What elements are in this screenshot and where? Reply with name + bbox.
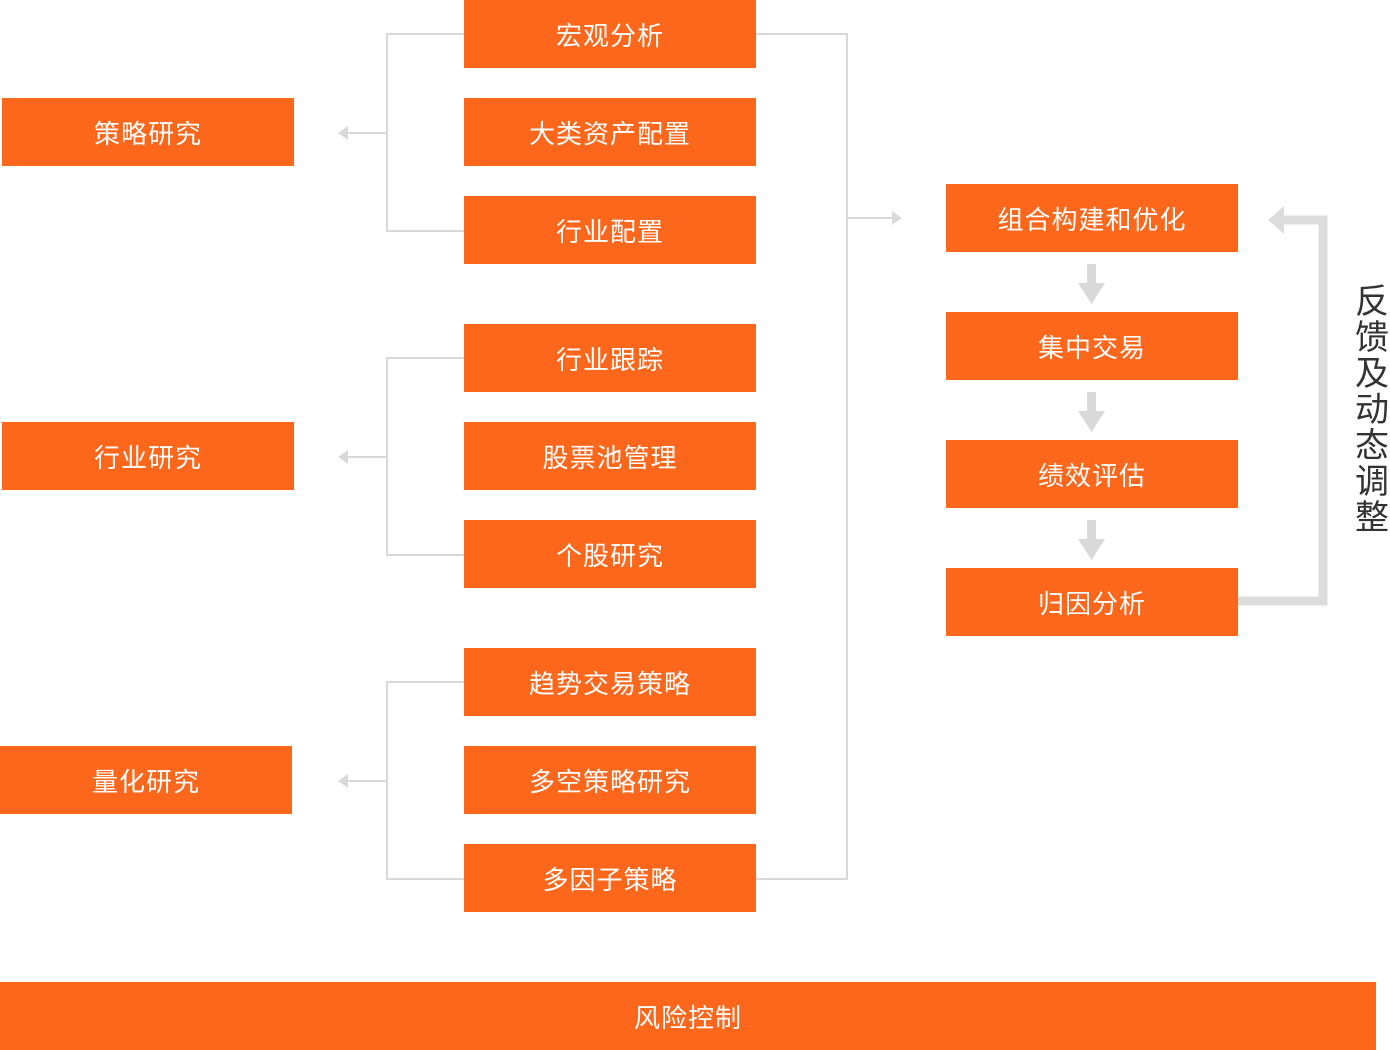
feedback-arrow: [1268, 206, 1284, 234]
arrow-right-portfolio: [892, 211, 902, 225]
item-trend-strategy: 趋势交易策略: [464, 648, 756, 716]
risk-control-bar: 风险控制: [0, 982, 1376, 1050]
item-stock-pool: 股票池管理: [464, 422, 756, 490]
bracket-quant: [386, 681, 464, 880]
item-stock-research: 个股研究: [464, 520, 756, 588]
collector-line: [756, 33, 848, 880]
process-attribution-analysis: 归因分析: [946, 568, 1238, 636]
arrow-left-quant: [338, 774, 348, 788]
item-asset-allocation: 大类资产配置: [464, 98, 756, 166]
feedback-label: 反馈及动态调整: [1355, 282, 1389, 538]
process-performance-evaluation: 绩效评估: [946, 440, 1238, 508]
item-industry-allocation: 行业配置: [464, 196, 756, 264]
arrow-down-1: [1078, 264, 1105, 304]
category-industry-research: 行业研究: [2, 422, 294, 490]
bracket-strategy: [386, 33, 464, 232]
bracket-industry: [386, 357, 464, 556]
item-long-short-strategy: 多空策略研究: [464, 746, 756, 814]
category-quant-research: 量化研究: [0, 746, 292, 814]
item-industry-tracking: 行业跟踪: [464, 324, 756, 392]
process-portfolio-construction: 组合构建和优化: [946, 184, 1238, 252]
arrow-down-2: [1078, 392, 1105, 432]
arrow-left-industry: [338, 450, 348, 464]
arrow-down-3: [1078, 520, 1105, 560]
arrow-left-strategy: [338, 126, 348, 140]
item-multi-factor-strategy: 多因子策略: [464, 844, 756, 912]
category-strategy-research: 策略研究: [2, 98, 294, 166]
process-centralized-trading: 集中交易: [946, 312, 1238, 380]
feedback-loop-line: [1238, 215, 1328, 606]
item-macro-analysis: 宏观分析: [464, 0, 756, 68]
